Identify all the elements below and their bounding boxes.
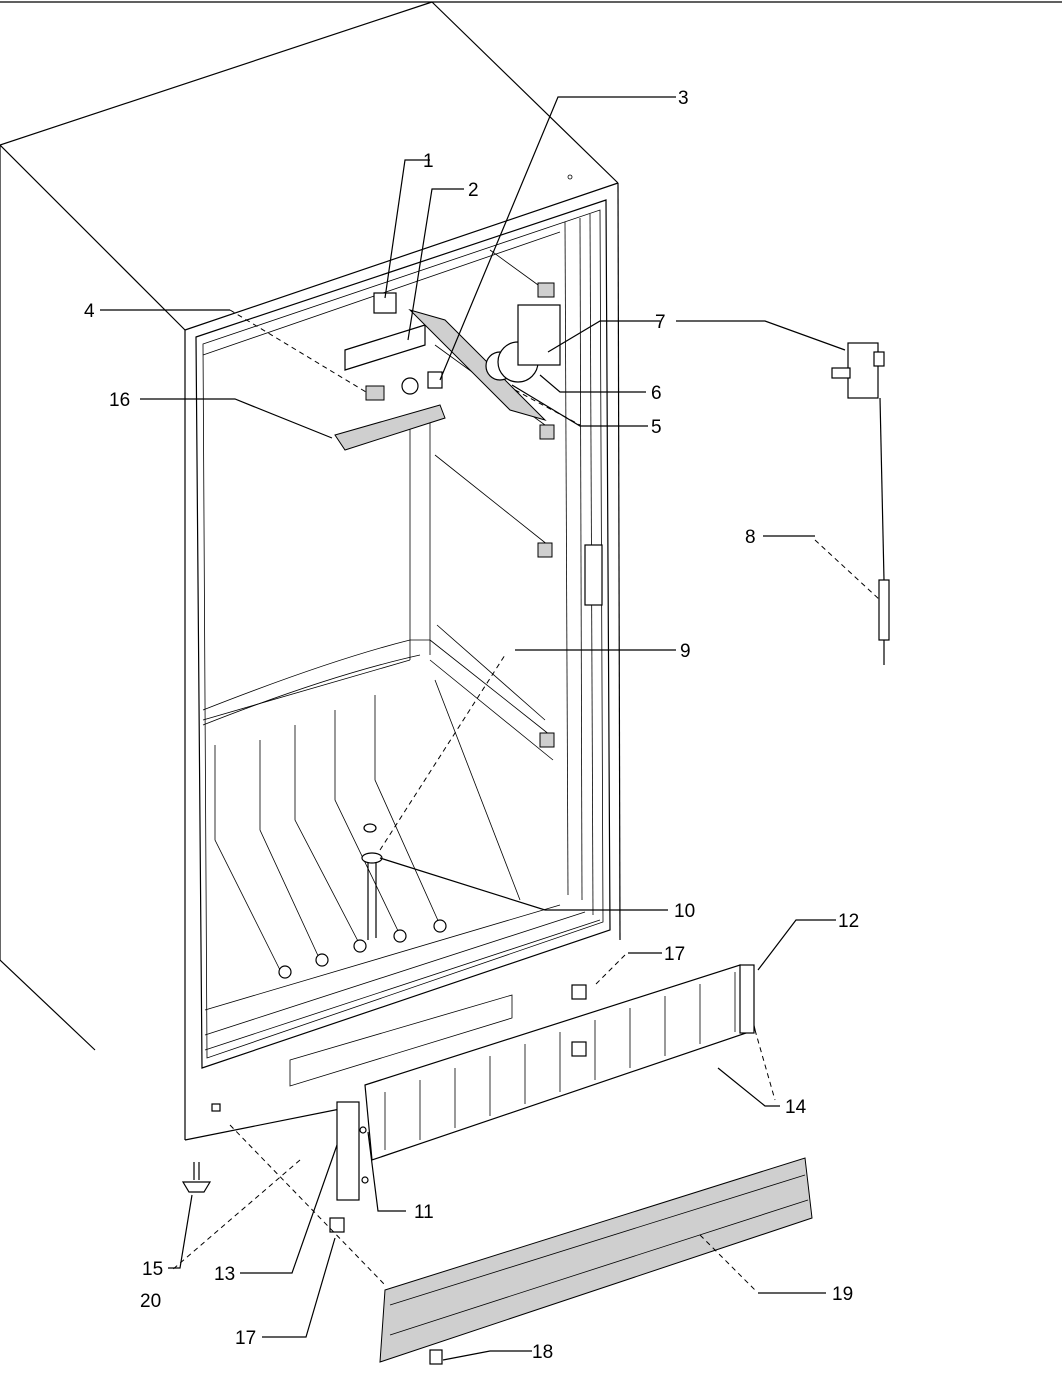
callout-4: 4: [84, 301, 95, 322]
callout-13: 13: [214, 1264, 235, 1285]
callout-9: 9: [680, 641, 691, 662]
part-19: [379, 1157, 813, 1363]
callout-3: 3: [678, 88, 689, 109]
part-13: [336, 1101, 360, 1201]
control-parts: [334, 282, 561, 748]
part-16: [334, 404, 446, 451]
grille-panel: [364, 964, 756, 1161]
callout-11: 11: [414, 1202, 434, 1223]
part-15: [181, 1181, 212, 1193]
callout-5: 5: [651, 417, 662, 438]
part-12: [739, 964, 755, 1034]
callout-18: 18: [532, 1342, 553, 1363]
callout-6: 6: [651, 383, 662, 404]
callout-labels: 1 2 3 4 5 6 7 8 9 10 11 12 13 14 15 16 1…: [84, 88, 859, 1363]
capillary-bulb: [878, 579, 890, 641]
callout-19: 19: [832, 1284, 853, 1305]
part-4: [365, 385, 385, 401]
lower-parts: [181, 984, 587, 1233]
callout-20: 20: [140, 1291, 161, 1312]
assembly-lines: [171, 309, 881, 1291]
callout-16: 16: [109, 390, 130, 411]
base-grille: [379, 1157, 813, 1365]
callout-7: 7: [655, 312, 666, 333]
callout-17-lower: 17: [235, 1328, 256, 1349]
callout-10: 10: [674, 901, 695, 922]
part-2: [344, 324, 426, 371]
latch-strip: [584, 544, 603, 606]
part-18: [429, 1349, 443, 1365]
leader-lines: [100, 96, 846, 1361]
callout-2: 2: [468, 180, 479, 201]
callout-1: 1: [423, 151, 434, 172]
thermostat-assembly: [831, 342, 890, 665]
inner-liner: [195, 199, 611, 1112]
part-7-bracket: [517, 304, 561, 366]
cabinet-body: [0, 1, 621, 1141]
callout-15: 15: [142, 1259, 163, 1280]
thermostat: [847, 342, 879, 399]
part-3: [408, 308, 547, 422]
part-17-upper: [571, 984, 587, 1000]
part-1: [373, 292, 397, 314]
part-17-lower: [329, 1217, 345, 1233]
callout-12: 12: [838, 911, 859, 932]
callout-14: 14: [785, 1097, 807, 1118]
callout-17-upper: 17: [664, 944, 685, 965]
callout-8: 8: [745, 527, 756, 548]
